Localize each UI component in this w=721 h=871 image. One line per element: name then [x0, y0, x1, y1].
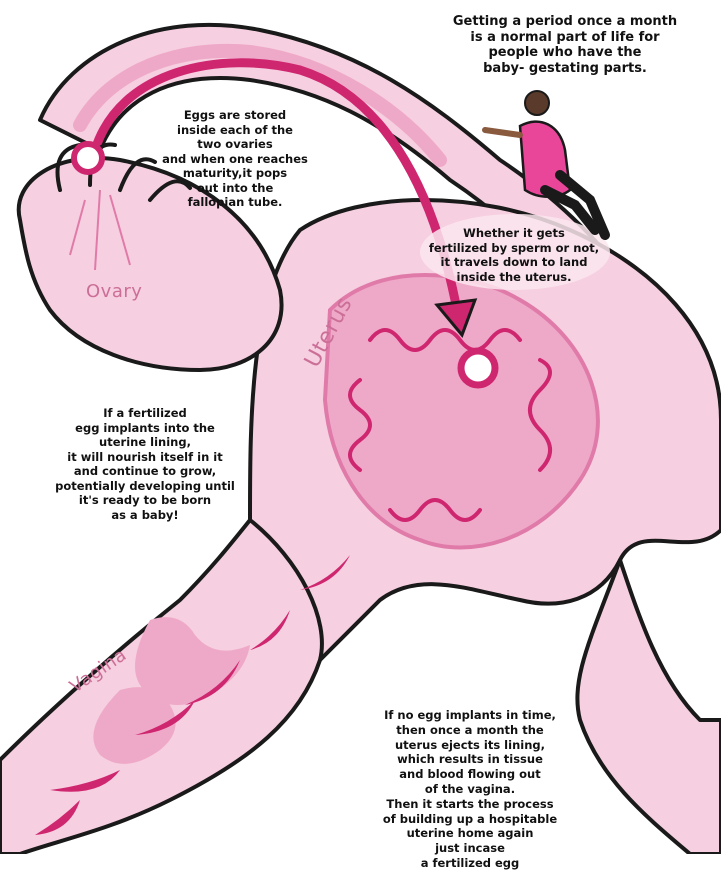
ovary-label: Ovary [86, 281, 142, 302]
eggs-caption: Eggs are stored inside each of the two o… [150, 108, 320, 210]
egg-in-ovary [74, 144, 102, 172]
period-caption: Getting a period once a month is a norma… [440, 14, 690, 76]
egg-in-uterus [461, 351, 495, 385]
travel-caption: Whether it gets fertilized by sperm or n… [424, 226, 604, 284]
no-implant-caption: If no egg implants in time, then once a … [372, 708, 568, 871]
right-tissue [577, 560, 721, 854]
implant-caption: If a fertilized egg implants into the ut… [50, 406, 240, 522]
